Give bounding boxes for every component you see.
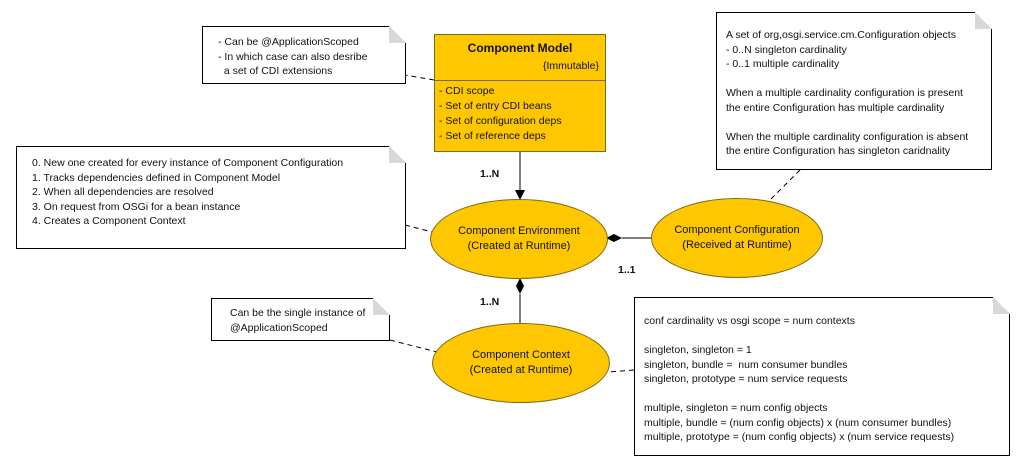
attribute-item: - Set of configuration deps <box>439 115 562 127</box>
note-line: singleton, singleton = 1 <box>644 344 752 356</box>
note-fold-corner <box>389 26 406 43</box>
note-line: 4. Creates a Component Context <box>32 215 186 227</box>
component-configuration-node[interactable]: Component Configuration (Received at Run… <box>651 198 823 278</box>
context-scope-note[interactable]: Can be the single instance of @Applicati… <box>211 298 390 341</box>
note-line: the entire Configuration has multiple ca… <box>726 101 945 114</box>
note-line: When a multiple cardinality configuratio… <box>726 87 963 99</box>
attribute-item: - Set of entry CDI beans <box>439 100 552 112</box>
configuration-note[interactable]: A set of org,osgi.service.cm.Configurati… <box>716 12 992 170</box>
note-line: singleton, bundle = num consumer bundles <box>644 358 848 371</box>
note-line: 0. New one created for every instance of… <box>32 157 344 169</box>
component-model-stereotype: {Immutable} <box>542 60 599 72</box>
component-context-name: Component Context <box>472 349 570 361</box>
multiplicity-model-environment: 1..N <box>480 168 500 180</box>
note-line: - In which case can also desribe <box>218 50 368 63</box>
note-spacer <box>644 329 1009 344</box>
component-context-subtitle: (Created at Runtime) <box>469 364 573 376</box>
attribute-item: - Set of reference deps <box>439 130 546 142</box>
configuration-note-anchor <box>764 169 801 206</box>
note-line: multiple, singleton = num config objects <box>644 402 828 414</box>
composition-diamond-bottom <box>516 278 524 294</box>
note-line: When the multiple cardinality configurat… <box>726 130 969 143</box>
component-environment-node[interactable]: Component Environment (Created at Runtim… <box>430 199 608 279</box>
note-line: - 0..N singleton cardinality <box>726 43 847 56</box>
component-model-attributes: - CDI scope - Set of entry CDI beans - S… <box>435 81 605 147</box>
environment-note[interactable]: 0. New one created for every instance of… <box>16 146 406 249</box>
note-fold-corner <box>975 12 992 29</box>
component-configuration-name: Component Configuration <box>674 224 800 236</box>
note-spacer <box>644 387 1009 402</box>
note-fold-corner <box>389 146 406 163</box>
context-scope-note-anchor <box>389 339 438 353</box>
multiplicity-environment-configuration: 1..1 <box>618 264 636 276</box>
note-line: - 0..1 multiple cardinality <box>726 58 840 70</box>
note-line: Can be the single instance of <box>230 307 366 319</box>
note-line: 1. Tracks dependencies defined in Compon… <box>32 171 281 184</box>
component-environment-name: Component Environment <box>458 225 580 237</box>
class-divider <box>435 80 605 81</box>
note-line: conf cardinality vs osgi scope = num con… <box>644 315 855 327</box>
note-line: A set of org,osgi.service.cm.Configurati… <box>726 29 956 41</box>
note-line: singleton, prototype = num service reque… <box>644 373 848 385</box>
environment-note-anchor <box>404 224 433 233</box>
note-line: multiple, bundle = (num config objects) … <box>644 416 952 429</box>
component-context-node[interactable]: Component Context (Created at Runtime) <box>432 323 610 403</box>
note-line: - Can be @ApplicationScoped <box>218 36 359 48</box>
contexts-note[interactable]: conf cardinality vs osgi scope = num con… <box>634 297 1010 456</box>
note-line: multiple, prototype = (num config object… <box>644 431 955 443</box>
composition-diamond-right <box>606 234 622 242</box>
note-line: 2. When all dependencies are resolved <box>32 186 214 198</box>
component-model-title: Component Model <box>467 41 573 55</box>
contexts-note-anchor <box>607 369 635 373</box>
component-configuration-subtitle: (Received at Runtime) <box>682 239 792 251</box>
note-fold-corner <box>373 298 390 315</box>
scope-note[interactable]: - Can be @ApplicationScoped - In which c… <box>202 26 406 84</box>
note-fold-corner <box>993 297 1010 314</box>
note-spacer <box>726 115 991 130</box>
multiplicity-environment-context: 1..N <box>480 296 500 308</box>
note-line: a set of CDI extensions <box>218 65 333 77</box>
note-line: the entire Configuration has singleton c… <box>726 145 951 157</box>
component-model-class[interactable]: Component Model {Immutable} - CDI scope … <box>434 34 606 152</box>
note-line: @ApplicationScoped <box>230 321 328 334</box>
note-line: 3. On request from OSGi for a bean insta… <box>32 200 241 213</box>
note-spacer <box>726 72 991 87</box>
component-environment-subtitle: (Created at Runtime) <box>467 240 571 252</box>
attribute-item: - CDI scope <box>439 85 495 97</box>
